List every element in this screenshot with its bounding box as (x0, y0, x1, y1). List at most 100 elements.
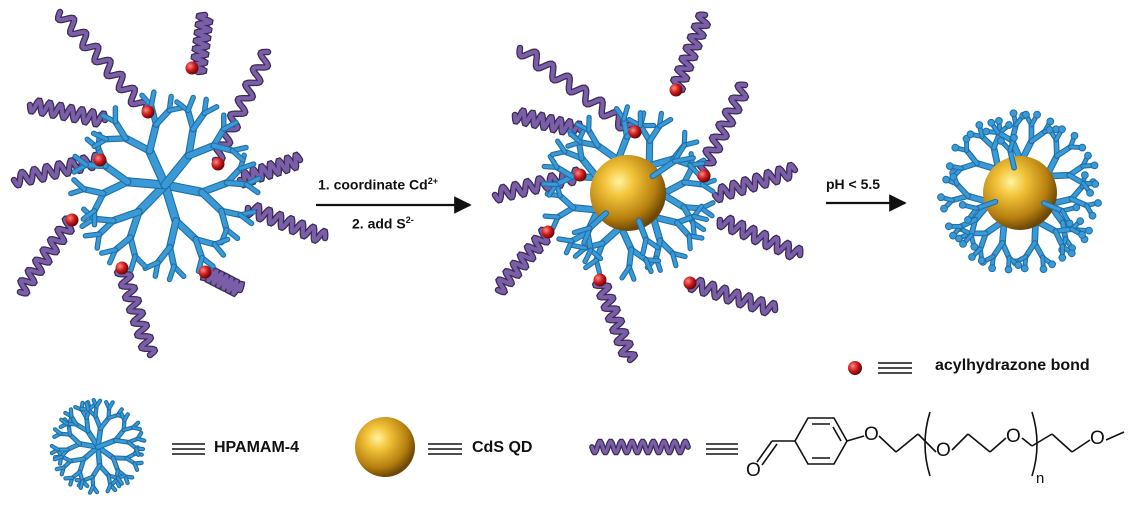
dendrimer-branch (68, 433, 82, 446)
dendrimer-branch (682, 180, 705, 187)
dendrimer-terminal (1033, 110, 1041, 119)
dendrimer-terminal (1091, 180, 1100, 188)
dendrimer-branch (167, 264, 176, 282)
dendrimer-branches (68, 89, 262, 283)
dendrimer-terminal (1058, 125, 1066, 134)
dendrimer-branch (196, 256, 204, 273)
dendrimer-branch (660, 179, 687, 197)
legend-acylhydrazone-label: acylhydrazone bond (935, 357, 1090, 374)
dendrimer-branch (230, 148, 245, 162)
dendrimer-branch (91, 464, 101, 479)
dendrimer-terminal (977, 256, 986, 265)
dendrimer-branch (123, 135, 153, 154)
dendrimer-terminal (1065, 219, 1074, 228)
step1-label: 1. coordinate Cd2+ (318, 176, 438, 193)
peg-helix (713, 163, 797, 202)
dendrimer-branch (129, 254, 137, 272)
dendrimer-branch (671, 251, 678, 268)
dendrimer-branch (1055, 145, 1073, 158)
dendrimer-branch (161, 181, 180, 225)
acylhydrazone-bonds (541, 83, 711, 290)
dendrimer-branch (124, 178, 169, 189)
chem-atom-o-aldehyde: O (746, 460, 761, 481)
legend-equiv-sign (706, 443, 738, 455)
peg-helix (245, 203, 328, 243)
dendrimer-branch (636, 219, 648, 242)
peg-helix (671, 12, 710, 93)
dendrimer-branch (1029, 129, 1047, 144)
dendrimer-branch (124, 475, 129, 484)
dendrimer-terminal (942, 175, 950, 184)
dendrimer-terminal (958, 201, 967, 209)
acylhydrazone-bond (669, 83, 683, 97)
dendrimer-branch (622, 105, 629, 121)
dendrimer-branch (100, 248, 118, 255)
dendrimer-terminal (987, 118, 996, 127)
dendrimer-branch (1042, 201, 1065, 213)
peg-helix (213, 50, 270, 162)
dendrimer-terminal (949, 173, 958, 181)
dendrimer-branch (644, 258, 653, 274)
dendrimer-terminal (945, 162, 954, 171)
dendrimer-terminal (1039, 265, 1048, 274)
dendrimer-branch (146, 121, 159, 154)
dendrimer-branch (219, 208, 229, 232)
dendrimer-branch (572, 226, 592, 235)
dendrimer-branch (222, 120, 238, 131)
cds-quantum-dot (590, 155, 666, 231)
dendrimer-terminal (975, 121, 984, 129)
chem-atom-o-repeat2: O (1006, 426, 1021, 447)
dendrimer-terminal (1078, 143, 1087, 152)
dendrimer-branch (699, 206, 714, 218)
peg-helix (115, 266, 157, 357)
legend-dendrimer-icon (49, 398, 147, 495)
dendrimer-branch (675, 220, 692, 238)
dendrimer-terminal (1094, 199, 1102, 207)
dendrimer-branch (202, 105, 219, 115)
acylhydrazone-bond (697, 169, 711, 183)
dendrimer-branch (687, 234, 692, 251)
dendrimer-branch (660, 191, 687, 210)
peg-helix (513, 108, 582, 137)
dendrimer-branch (558, 193, 576, 210)
peg-helix (717, 215, 803, 260)
peg-helix (593, 278, 637, 362)
legend-bond-dot (848, 361, 862, 375)
dendrimer-branch (238, 213, 254, 226)
dendrimer-branch (113, 119, 128, 141)
chem-atom-o-repeat1: O (936, 440, 951, 461)
dendrimer-branch (650, 214, 680, 226)
dendrimer-branch (974, 199, 998, 211)
dendrimer-branch (146, 147, 169, 189)
dendrimer-branch (672, 156, 695, 163)
dendrimer-branch (543, 214, 560, 219)
peg-helix (201, 266, 244, 296)
peg-helix (12, 152, 102, 188)
dendrimer-branch (700, 182, 715, 194)
dendrimer-branch (238, 162, 256, 171)
dendrimer-branch (82, 187, 106, 196)
dendrimer-branch (185, 126, 196, 159)
dendrimer-terminal (1058, 253, 1067, 262)
acylhydrazone-bond (65, 213, 79, 227)
peg-helix (18, 216, 74, 296)
dendrimer-branch (583, 248, 593, 264)
dendrimer-branch (72, 178, 86, 191)
dendrimer-branch (100, 179, 131, 197)
peg-helix (56, 10, 149, 112)
dendrimer-branch (587, 211, 608, 231)
dendrimer-branch (161, 181, 206, 196)
acylhydrazone-bond (593, 273, 607, 287)
dendrimer-branch (244, 182, 260, 195)
dendrimer-branch (620, 265, 631, 280)
dendrimer-branch (123, 413, 129, 422)
dendrimer-branch (211, 143, 235, 153)
legend-qd-label: CdS QD (472, 439, 533, 456)
dendrimer-terminal (1004, 265, 1013, 274)
dendrimer-branch (53, 455, 63, 461)
dendrimer-branch (54, 428, 62, 435)
dendrimer-terminal (1090, 161, 1099, 170)
dendrimer-terminal (1085, 226, 1093, 235)
dendrimer-terminal (1022, 110, 1030, 119)
